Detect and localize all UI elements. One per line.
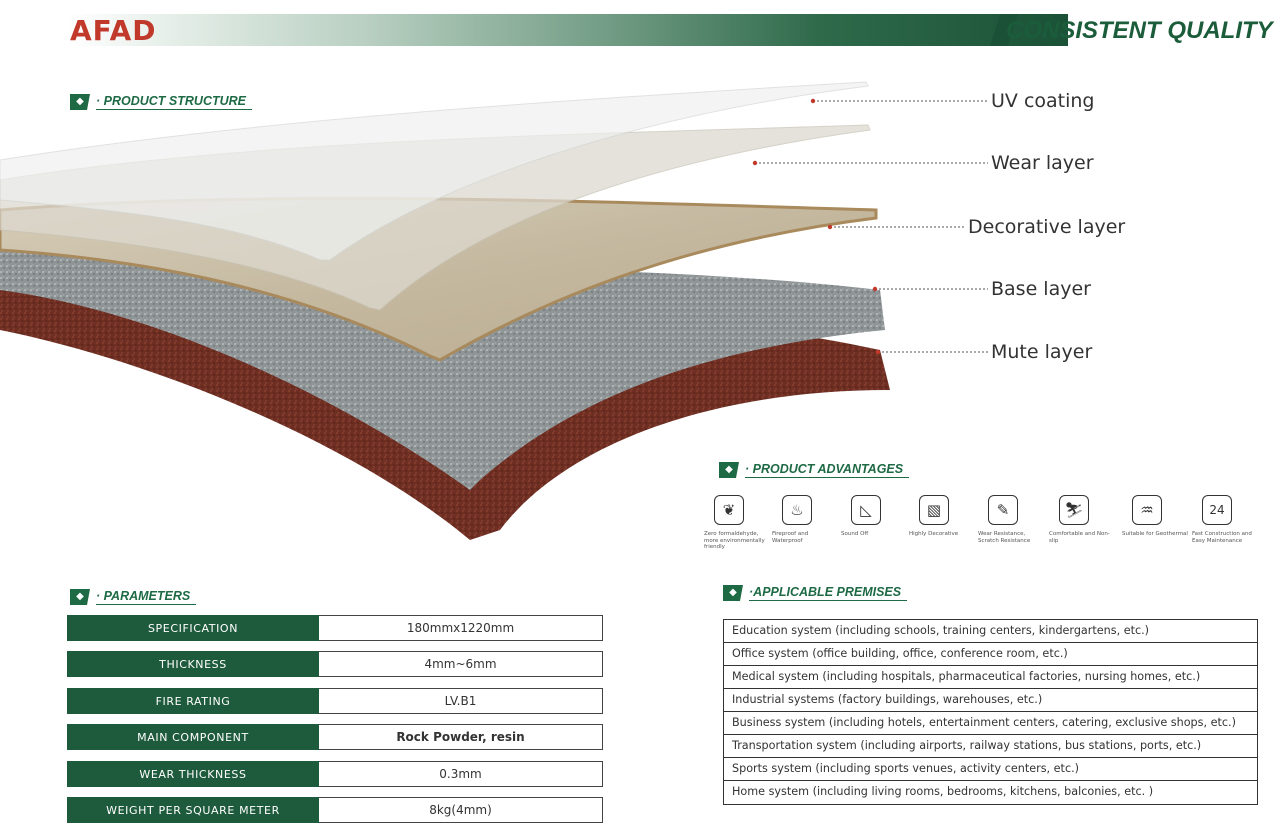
tagline: CONSISTENT QUALITY bbox=[1006, 17, 1273, 44]
advantage-item: ⛷ Comfortable and Non-slip bbox=[1049, 495, 1115, 544]
section-product-structure: ◆ · PRODUCT STRUCTURE bbox=[70, 92, 252, 112]
advantage-item: 24 Fast Construction and Easy Maintenanc… bbox=[1192, 495, 1258, 544]
layer-label-uv: UV coating bbox=[991, 90, 1095, 112]
advantage-item: ♨ Fireproof and Waterproof bbox=[772, 495, 838, 544]
fire-water-icon: ♨ bbox=[782, 495, 812, 525]
premise-row: Education system (including schools, tra… bbox=[724, 620, 1257, 643]
layer-label-base: Base layer bbox=[991, 278, 1091, 300]
section-title: · PARAMETERS bbox=[96, 589, 197, 605]
advantage-item: ▧ Highly Decorative bbox=[909, 495, 975, 538]
param-value: 0.3mm bbox=[319, 761, 603, 787]
advantage-item: ✎ Wear Resistance, Scratch Resistance bbox=[978, 495, 1044, 544]
layer-structure-illustration bbox=[0, 81, 988, 540]
premise-row: Industrial systems (factory buildings, w… bbox=[724, 689, 1257, 712]
uv-layer-shape bbox=[0, 81, 869, 261]
section-parameters: ◆ · PARAMETERS bbox=[70, 587, 197, 607]
section-title: · PRODUCT ADVANTAGES bbox=[745, 462, 910, 478]
param-key: MAIN COMPONENT bbox=[67, 724, 319, 750]
param-row: WEAR THICKNESS 0.3mm bbox=[67, 761, 603, 787]
premise-row: Sports system (including sports venues, … bbox=[724, 758, 1257, 781]
param-key: WEAR THICKNESS bbox=[67, 761, 319, 787]
param-value: Rock Powder, resin bbox=[319, 724, 603, 750]
diamond-badge-icon: ◆ bbox=[719, 462, 739, 478]
advantage-text: Wear Resistance, Scratch Resistance bbox=[978, 531, 1031, 544]
mute-marker bbox=[875, 349, 881, 355]
premise-row: Business system (including hotels, enter… bbox=[724, 712, 1257, 735]
advantage-text: Fireproof and Waterproof bbox=[772, 531, 809, 544]
advantage-text: Suitable for Geothermal bbox=[1122, 531, 1188, 537]
premise-row: Transportation system (including airport… bbox=[724, 735, 1257, 758]
base-marker bbox=[872, 286, 878, 292]
advantage-text: Fast Construction and Easy Maintenance bbox=[1192, 531, 1252, 544]
param-row: MAIN COMPONENT Rock Powder, resin bbox=[67, 724, 603, 750]
sound-off-icon: ◺ bbox=[851, 495, 881, 525]
scratch-icon: ✎ bbox=[988, 495, 1018, 525]
wear-marker bbox=[752, 160, 758, 166]
advantage-text: Highly Decorative bbox=[909, 531, 959, 537]
non-slip-icon: ⛷ bbox=[1059, 495, 1089, 525]
advantage-text: Comfortable and Non-slip bbox=[1049, 531, 1110, 544]
advantage-text: Zero formaldehyde, more environmentally … bbox=[704, 531, 765, 550]
section-title: ·APPLICABLE PREMISES bbox=[749, 585, 908, 601]
pattern-icon: ▧ bbox=[919, 495, 949, 525]
premise-row: Medical system (including hospitals, pha… bbox=[724, 666, 1257, 689]
decorative-marker bbox=[827, 224, 833, 230]
uv-marker bbox=[810, 98, 816, 104]
header-gradient-bar bbox=[68, 14, 1068, 46]
diamond-badge-icon: ◆ bbox=[723, 585, 743, 601]
section-product-advantages: ◆ · PRODUCT ADVANTAGES bbox=[719, 460, 910, 480]
advantage-item: ◺ Sound Off bbox=[841, 495, 907, 538]
premises-table: Education system (including schools, tra… bbox=[723, 619, 1258, 805]
param-key: WEIGHT PER SQUARE METER bbox=[67, 797, 319, 823]
layer-label-wear: Wear layer bbox=[991, 152, 1094, 174]
param-row: FIRE RATING LV.B1 bbox=[67, 688, 603, 714]
param-key: THICKNESS bbox=[67, 651, 319, 677]
advantage-item: ♒ Suitable for Geothermal bbox=[1122, 495, 1188, 538]
layer-label-mute: Mute layer bbox=[991, 341, 1093, 363]
param-row: THICKNESS 4mm~6mm bbox=[67, 651, 603, 677]
geothermal-icon: ♒ bbox=[1132, 495, 1162, 525]
param-value: 8kg(4mm) bbox=[319, 797, 603, 823]
leaf-icon: ❦ bbox=[714, 495, 744, 525]
param-value: LV.B1 bbox=[319, 688, 603, 714]
param-value: 180mmx1220mm bbox=[319, 615, 603, 641]
section-applicable-premises: ◆ ·APPLICABLE PREMISES bbox=[723, 583, 908, 603]
advantage-item: ❦ Zero formaldehyde, more environmentall… bbox=[704, 495, 770, 551]
diamond-badge-icon: ◆ bbox=[70, 94, 90, 110]
diamond-badge-icon: ◆ bbox=[70, 589, 90, 605]
param-row: WEIGHT PER SQUARE METER 8kg(4mm) bbox=[67, 797, 603, 823]
base-layer-shape bbox=[0, 250, 885, 490]
param-value: 4mm~6mm bbox=[319, 651, 603, 677]
brand-logo: AFAD bbox=[70, 14, 157, 47]
param-key: FIRE RATING bbox=[67, 688, 319, 714]
advantage-text: Sound Off bbox=[841, 531, 869, 537]
maintenance-24-icon: 24 bbox=[1202, 495, 1232, 525]
param-key: SPECIFICATION bbox=[67, 615, 319, 641]
param-row: SPECIFICATION 180mmx1220mm bbox=[67, 615, 603, 641]
premise-row: Home system (including living rooms, bed… bbox=[732, 785, 1154, 798]
advantages-row: ❦ Zero formaldehyde, more environmentall… bbox=[704, 495, 1270, 565]
premise-row: Office system (office building, office, … bbox=[724, 643, 1257, 666]
layer-label-decorative: Decorative layer bbox=[968, 216, 1126, 238]
section-title: · PRODUCT STRUCTURE bbox=[96, 94, 252, 110]
